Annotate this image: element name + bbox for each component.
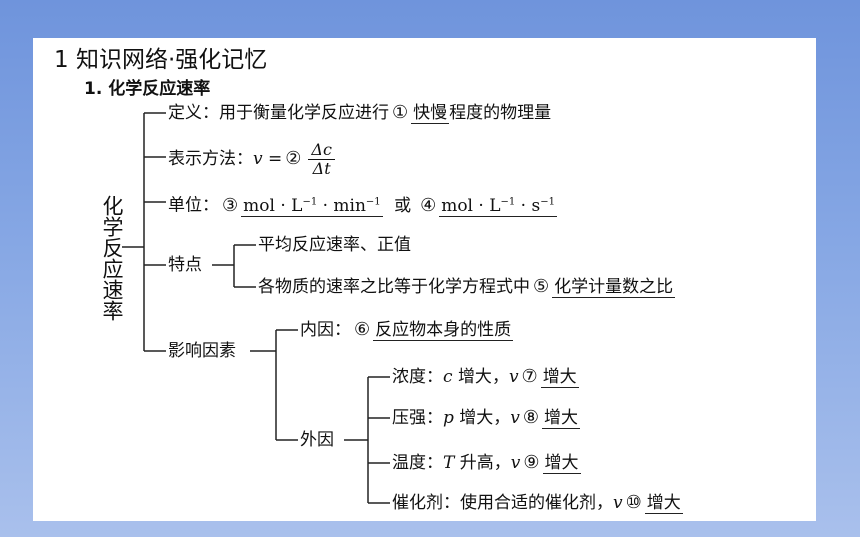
unit-answer1-base: mol · L: [243, 195, 303, 216]
unit-answer2-sup2: −1: [540, 196, 555, 207]
unit-answer1: mol · L−1 · min−1: [241, 195, 383, 217]
definition-label: 定义: [168, 103, 202, 123]
ext-v: v: [508, 367, 519, 387]
expression-num: ②: [285, 148, 302, 169]
ext-num: ⑩: [625, 492, 642, 513]
ext-var: p: [443, 408, 454, 428]
ext-v: v: [510, 453, 521, 473]
ext-cond: 增大: [459, 408, 494, 428]
internal-num: ⑥: [354, 319, 371, 340]
ext-var: c: [443, 367, 453, 387]
ext-cond: 使用合适的催化剂: [460, 493, 596, 513]
unit-answer2-base: mol · L: [441, 195, 501, 216]
ext-num: ⑨: [523, 452, 540, 473]
ext-cond: 升高: [459, 453, 494, 473]
unit-label: 单位: [168, 195, 202, 216]
internal-answer: 反应物本身的性质: [373, 320, 514, 341]
feature-item2-text: 各物质的速率之比等于化学方程式中: [258, 277, 530, 297]
unit-num2: ④: [420, 194, 437, 216]
feature-item-1: 平均反应速率、正值: [258, 235, 411, 255]
ext-label: 催化剂: [392, 493, 443, 513]
expression-eq: =: [268, 149, 283, 169]
node-feature: 特点: [168, 255, 202, 275]
unit-answer1-mid: · min: [317, 195, 366, 216]
ext-answer: 增大: [542, 453, 581, 474]
section-subtitle: 1. 化学反应速率: [84, 79, 211, 99]
ext-var: T: [443, 453, 455, 473]
root-node: 化学反应速率: [100, 195, 124, 321]
unit-or: 或: [394, 195, 412, 216]
feature-item2-answer: 化学计量数之比: [552, 277, 676, 298]
definition-suffix: 程度的物理量: [449, 103, 552, 123]
feature-item2-num: ⑤: [533, 276, 550, 297]
internal-label: 内因: [300, 320, 334, 340]
unit-answer1-sup2: −1: [365, 196, 381, 207]
definition-text: 用于衡量化学反应进行: [219, 103, 389, 123]
ext-label: 温度: [392, 453, 426, 473]
ext-num: ⑧: [522, 407, 540, 428]
ext-label: 压强: [392, 408, 426, 428]
fraction-numerator: Δc: [308, 141, 335, 160]
ext-v: v: [613, 493, 623, 513]
definition-num: ①: [392, 102, 409, 123]
ext-answer: 增大: [542, 408, 581, 429]
unit-answer1-sup: −1: [302, 196, 318, 207]
page-title: 1 知识网络·强化记忆: [54, 47, 268, 73]
ext-label: 浓度: [392, 367, 426, 387]
unit-num1: ③: [222, 194, 239, 216]
ext-answer: 增大: [540, 367, 579, 388]
expression-label: 表示方法: [168, 149, 236, 169]
node-factors: 影响因素: [168, 341, 236, 361]
ext-v: v: [510, 408, 520, 428]
ext-answer: 增大: [644, 493, 683, 514]
definition-answer: 快慢: [411, 103, 450, 124]
ext-cond: 增大: [457, 367, 492, 387]
ext-num: ⑦: [521, 366, 538, 387]
unit-answer2: mol · L−1 · s−1: [439, 195, 557, 217]
fraction-denominator: Δt: [312, 159, 331, 178]
node-external: 外因: [300, 430, 334, 450]
expression-lhs: v: [253, 149, 263, 169]
unit-answer2-mid: · s: [515, 195, 541, 216]
slide-canvas: [33, 38, 816, 521]
unit-answer2-sup: −1: [500, 196, 516, 207]
